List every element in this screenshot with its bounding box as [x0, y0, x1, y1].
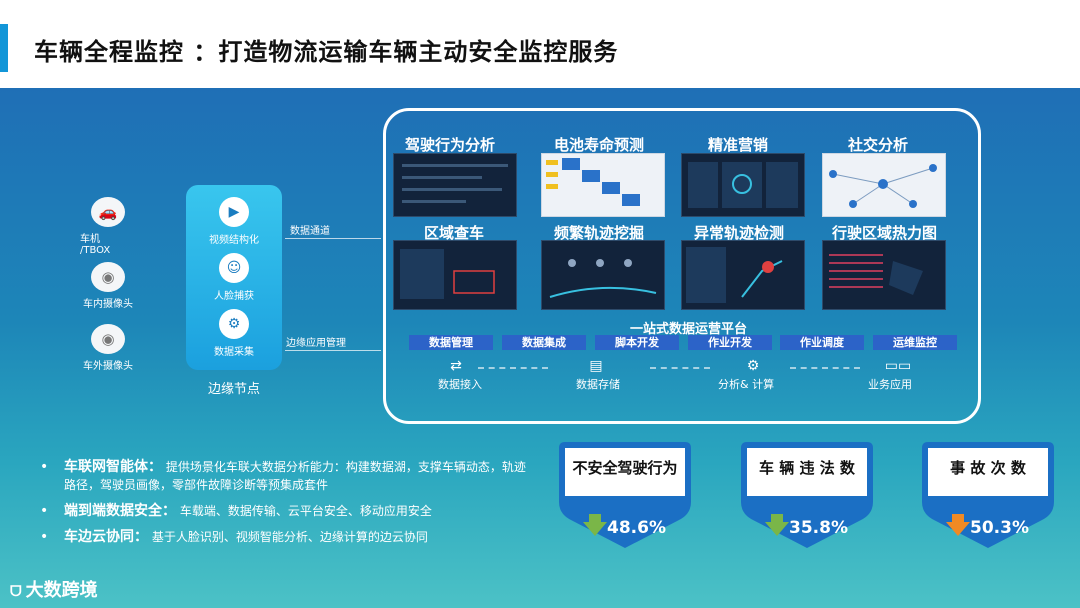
tile-title-marketing: 精准营销	[708, 136, 769, 154]
feature-body: 提供场景化车联大数据分析能力：构建数据湖，支撑车辆动态，轨迹路径，驾驶员画像，零…	[64, 460, 526, 492]
source-exterior-camera-label: 车外摄像头	[83, 361, 133, 372]
logo-mark-icon: ᗜ	[10, 584, 22, 600]
stat-shield	[741, 442, 873, 548]
flow-ingest-label: 数据接入	[438, 378, 482, 391]
feature-item: 端到端数据安全： 车载端、数据传输、云平台安全、移动应用安全	[40, 502, 544, 520]
module-job-scheduling: 作业调度	[780, 335, 864, 350]
feature-item: 车联网智能体： 提供场景化车联大数据分析能力：构建数据湖，支撑车辆动态，轨迹路径…	[40, 458, 534, 494]
platform-title: 一站式数据运营平台	[630, 322, 748, 337]
tile-precision-marketing	[681, 153, 805, 217]
feature-list: 车联网智能体： 提供场景化车联大数据分析能力：构建数据湖，支撑车辆动态，轨迹路径…	[40, 458, 544, 554]
edge-item-face: ☺ 人脸捕获	[186, 253, 282, 302]
tile-heatmap	[822, 240, 946, 310]
tile-title-abnormal: 异常轨迹检测	[694, 224, 785, 242]
source-tbox: 🚗 车机 /TBOX	[80, 197, 136, 256]
module-job-dev: 作业开发	[688, 335, 772, 350]
camera-icon: ◉	[91, 324, 125, 354]
platform-box	[383, 108, 981, 424]
flow-compute-label: 分析& 计算	[718, 378, 775, 391]
tile-title-social: 社交分析	[848, 136, 909, 154]
ingest-icon: ⇄	[450, 358, 462, 374]
feature-head: 端到端数据安全：	[64, 503, 176, 519]
slide-title: 车辆全程监控 ：打造物流运输车辆主动安全监控服务	[34, 38, 619, 66]
flow-connector	[478, 367, 548, 369]
edge-item-video-label: 视频结构化	[209, 235, 259, 246]
stat-title: 不安全驾驶行为	[572, 459, 678, 477]
header-accent-bar	[0, 24, 8, 72]
slide-header: 车辆全程监控 ：打造物流运输车辆主动安全监控服务	[0, 0, 1080, 88]
app-channel-label: 边缘应用管理	[286, 338, 346, 349]
data-channel-line	[285, 238, 381, 239]
stat-title: 车 辆 违 法 数	[759, 459, 855, 477]
feature-item: 车边云协同： 基于人脸识别、视频智能分析、边缘计算的边云协同	[40, 528, 544, 546]
flow-business-label: 业务应用	[868, 378, 912, 391]
tile-title-battery: 电池寿命预测	[554, 136, 645, 154]
edge-item-data-label: 数据采集	[214, 347, 254, 358]
stat-violations: 车 辆 违 法 数 35.8%	[737, 440, 877, 550]
tile-title-frequent: 频繁轨迹挖掘	[554, 224, 645, 242]
stat-title: 事 故 次 数	[950, 459, 1026, 477]
stat-shield	[922, 442, 1054, 548]
down-arrow-icon	[583, 514, 607, 536]
module-ops-monitoring: 运维监控	[873, 335, 957, 350]
video-icon: ▶	[219, 197, 249, 227]
data-icon: ⚙	[219, 309, 249, 339]
logo-text: 大数跨境	[25, 580, 98, 601]
tile-abnormal-trajectory	[681, 240, 805, 310]
tile-driving-behavior	[393, 153, 517, 217]
tile-title-heatmap: 行驶区域热力图	[832, 224, 938, 242]
data-channel-label: 数据通道	[290, 226, 330, 237]
edge-item-face-label: 人脸捕获	[214, 291, 254, 302]
stat-value: 35.8%	[789, 518, 848, 538]
app-icon: ▭▭	[884, 358, 912, 374]
tile-social-analysis	[822, 153, 946, 217]
module-script-dev: 脚本开发	[595, 335, 679, 350]
stat-value: 48.6%	[607, 518, 666, 538]
down-arrow-icon	[946, 514, 970, 536]
feature-head: 车边云协同：	[64, 529, 148, 545]
down-arrow-icon	[765, 514, 789, 536]
stat-unsafe-driving: 不安全驾驶行为 48.6%	[555, 440, 695, 550]
tile-title-driving: 驾驶行为分析	[405, 136, 496, 154]
stat-accidents: 事 故 次 数 50.3%	[918, 440, 1058, 550]
car-icon: 🚗	[91, 197, 125, 227]
tile-area-search	[393, 240, 517, 310]
module-data-management: 数据管理	[409, 335, 493, 350]
storage-icon: ▤	[589, 358, 603, 374]
flow-connector	[790, 367, 860, 369]
stat-shield	[559, 442, 691, 548]
module-data-integration: 数据集成	[502, 335, 586, 350]
tile-title-area: 区域查车	[424, 224, 485, 242]
feature-head: 车联网智能体：	[64, 459, 162, 475]
gear-icon: ⚙	[746, 358, 760, 374]
source-exterior-camera: ◉ 车外摄像头	[78, 324, 138, 372]
stat-value: 50.3%	[970, 518, 1029, 538]
feature-body: 车载端、数据传输、云平台安全、移动应用安全	[179, 504, 432, 518]
source-cabin-camera-label: 车内摄像头	[83, 299, 133, 310]
edge-node-caption: 边缘节点	[207, 382, 260, 397]
source-cabin-camera: ◉ 车内摄像头	[78, 262, 138, 310]
tile-battery-life	[541, 153, 665, 217]
edge-item-video: ▶ 视频结构化	[186, 197, 282, 246]
flow-connector	[650, 367, 710, 369]
camera-icon: ◉	[91, 262, 125, 292]
face-icon: ☺	[219, 253, 249, 283]
tile-frequent-trajectory	[541, 240, 665, 310]
source-tbox-label: 车机 /TBOX	[80, 234, 111, 256]
app-channel-line	[285, 350, 381, 351]
edge-node-box: ▶ 视频结构化 ☺ 人脸捕获 ⚙ 数据采集	[186, 185, 282, 370]
edge-item-data: ⚙ 数据采集	[186, 309, 282, 358]
flow-storage-label: 数据存储	[576, 378, 620, 391]
feature-body: 基于人脸识别、视频智能分析、边缘计算的边云协同	[151, 530, 428, 544]
